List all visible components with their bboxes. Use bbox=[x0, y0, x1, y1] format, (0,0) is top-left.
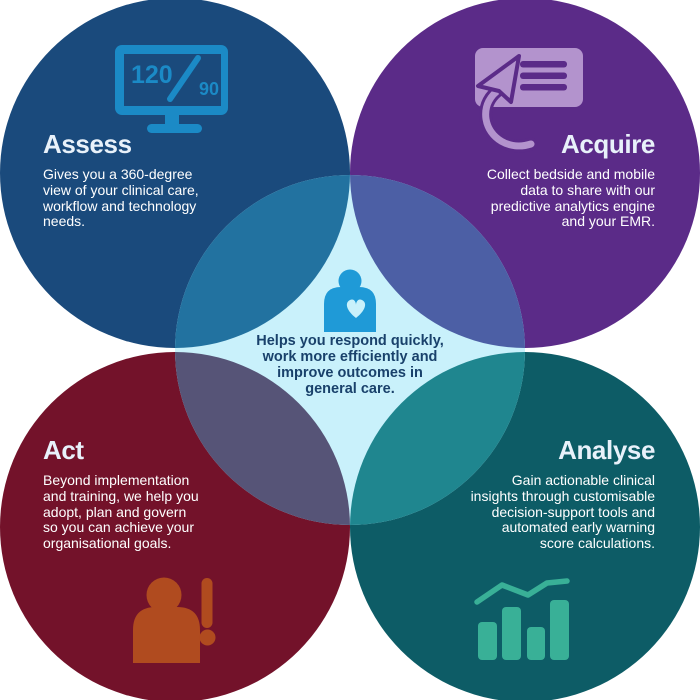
person-body bbox=[133, 607, 200, 663]
blood-pressure-monitor-icon: 120 90 bbox=[115, 45, 228, 133]
lens-assess-center bbox=[175, 175, 350, 348]
text-line: organisational goals. bbox=[43, 535, 172, 552]
card-line bbox=[520, 72, 567, 79]
text-line: workflow and technology bbox=[43, 197, 197, 214]
exclamation-bar bbox=[201, 578, 213, 628]
arrow-head bbox=[476, 54, 521, 104]
data-card-arrow-icon bbox=[475, 48, 583, 153]
text-line: and training, we help you bbox=[43, 487, 199, 504]
card-line bbox=[520, 61, 567, 68]
center-message: Helps you respond quickly, work more eff… bbox=[230, 333, 470, 398]
text-line: view of your clinical care, bbox=[43, 181, 199, 198]
text-line: score calculations. bbox=[539, 535, 655, 552]
assess-title: Assess bbox=[43, 129, 132, 159]
assess-description: Gives you a 360-degree view of your clin… bbox=[43, 166, 248, 230]
text-line: insights through customisable bbox=[470, 487, 655, 504]
person-alert-icon bbox=[133, 577, 216, 663]
monitor-base bbox=[147, 124, 202, 133]
text-line: Beyond implementation bbox=[43, 472, 190, 488]
text-line: and your EMR. bbox=[561, 213, 655, 230]
text-line: Collect bedside and mobile bbox=[486, 166, 655, 182]
chart-bar bbox=[478, 622, 497, 660]
chart-bar bbox=[550, 600, 569, 660]
text-line: Gain actionable clinical bbox=[511, 472, 655, 488]
chart-bar bbox=[502, 607, 521, 660]
text-line: so you can achieve your bbox=[43, 519, 194, 536]
patient-heart-icon bbox=[324, 269, 376, 332]
text-line: work more efficiently and bbox=[262, 348, 438, 365]
bar-chart-trend-icon bbox=[474, 578, 570, 660]
analyse-section: Analyse Gain actionable clinical insight… bbox=[420, 435, 656, 552]
analyse-title: Analyse bbox=[558, 435, 655, 465]
text-line: predictive analytics engine bbox=[490, 197, 655, 214]
act-section: Act Beyond implementation and training, … bbox=[43, 437, 248, 552]
text-line: decision-support tools and bbox=[491, 503, 655, 520]
analyse-description: Gain actionable clinical insights throug… bbox=[420, 472, 655, 552]
text-line: automated early warning bbox=[501, 519, 655, 536]
card-line bbox=[520, 84, 567, 91]
arrow-tail bbox=[482, 85, 535, 150]
text-line: needs. bbox=[43, 213, 86, 230]
text-line: data to share with our bbox=[520, 181, 655, 198]
assess-section: Assess Gives you a 360-degree view of yo… bbox=[43, 131, 248, 230]
patient-head bbox=[338, 269, 362, 293]
trend-line bbox=[474, 578, 570, 605]
heart-cutout bbox=[346, 299, 366, 318]
slash-glyph bbox=[167, 55, 201, 102]
text-line: adopt, plan and govern bbox=[43, 503, 187, 520]
acquire-section: Acquire Collect bedside and mobile data … bbox=[440, 129, 656, 230]
lens-act-center bbox=[175, 352, 350, 525]
monitor-stand bbox=[165, 115, 179, 126]
lens-analyse-center bbox=[350, 352, 525, 525]
lens-acquire-center bbox=[350, 175, 525, 348]
chart-bar bbox=[527, 627, 545, 660]
diastolic-value: 90 bbox=[199, 79, 219, 99]
text-line: Helps you respond quickly, bbox=[256, 333, 444, 349]
systolic-value: 120 bbox=[131, 61, 173, 89]
act-title: Act bbox=[43, 435, 84, 465]
text-line: Gives you a 360-degree bbox=[43, 166, 193, 182]
act-description: Beyond implementation and training, we h… bbox=[43, 472, 248, 552]
text-line: general care. bbox=[305, 380, 395, 397]
acquire-description: Collect bedside and mobile data to share… bbox=[440, 166, 655, 230]
person-head bbox=[146, 577, 182, 613]
text-line: improve outcomes in bbox=[277, 364, 423, 381]
exclamation-dot bbox=[199, 629, 216, 646]
acquire-title: Acquire bbox=[560, 129, 655, 159]
